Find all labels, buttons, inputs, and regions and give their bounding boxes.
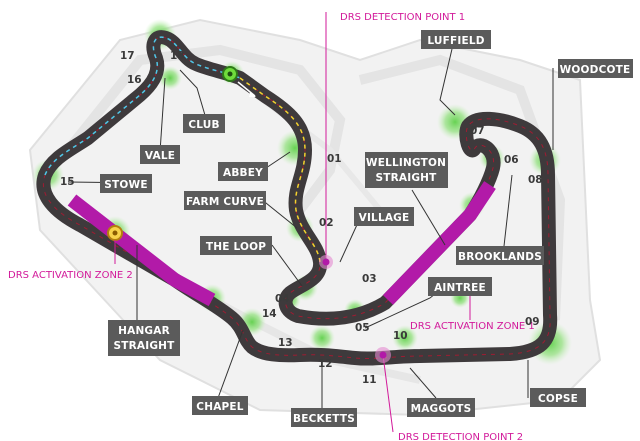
corner-glow <box>158 66 182 90</box>
label-aintree: AINTREE <box>434 282 486 294</box>
label-luffield: LUFFIELD <box>427 35 484 47</box>
label-chapel: CHAPEL <box>196 401 243 413</box>
drs-detection-point-1-marker <box>319 12 333 269</box>
turn-number: 03 <box>362 273 377 285</box>
label-brooklands: BROOKLANDS <box>458 251 542 263</box>
label-the-loop: THE LOOP <box>206 241 266 253</box>
turn-number: 06 <box>504 154 519 166</box>
label-abbey: ABBEY <box>223 167 263 179</box>
turn-number: 14 <box>262 308 277 320</box>
turn-number: 13 <box>278 337 293 349</box>
drs-detection-2-label: DRS DETECTION POINT 2 <box>398 432 523 441</box>
turn-number: 01 <box>327 153 342 165</box>
label-wellington-line2: STRAIGHT <box>375 172 437 184</box>
label-becketts: BECKETTS <box>293 413 355 425</box>
drs-zone-1 <box>382 181 496 305</box>
racing-line-cyan <box>44 36 241 176</box>
label-farm-curve: FARM CURVE <box>186 196 264 208</box>
drs-zone-2 <box>67 194 216 307</box>
drs-activation-1-label: DRS ACTIVATION ZONE 1 <box>410 321 535 332</box>
label-club: CLUB <box>188 119 219 131</box>
label-hangar-line2: STRAIGHT <box>113 340 175 352</box>
turn-number: 05 <box>355 322 370 334</box>
turn-number: 16 <box>127 74 142 86</box>
drs-detection-1-label: DRS DETECTION POINT 1 <box>340 12 465 23</box>
drs-detection-point-2-marker <box>375 347 394 433</box>
turn-numbers: 01 02 03 04 05 06 07 08 09 10 11 12 13 1… <box>60 50 543 386</box>
drs-activation-point-2-marker <box>107 225 123 264</box>
label-maggots: MAGGOTS <box>411 403 472 415</box>
corner-glow <box>392 325 418 351</box>
turn-number: 07 <box>470 125 485 137</box>
turn-number: 15 <box>60 176 75 188</box>
drs-activation-2-label: DRS ACTIVATION ZONE 2 <box>8 270 133 281</box>
corner-labels: LUFFIELD WOODCOTE CLUB VALE ABBEY STOWE … <box>100 30 633 427</box>
turn-number: 12 <box>318 358 333 370</box>
label-village: VILLAGE <box>359 212 410 224</box>
label-copse: COPSE <box>538 393 578 405</box>
turn-number: 09 <box>525 316 540 328</box>
turn-number: 18 <box>170 50 185 62</box>
start-finish-marker <box>222 66 256 97</box>
drs-labels: DRS DETECTION POINT 1 DRS DETECTION POIN… <box>8 12 535 441</box>
corner-glow <box>309 325 335 351</box>
turn-number: 02 <box>319 217 334 229</box>
race-track <box>36 30 558 366</box>
turn-number: 17 <box>120 50 135 62</box>
label-vale: VALE <box>145 150 175 162</box>
turn-number: 11 <box>362 374 377 386</box>
turn-number: 04 <box>275 293 290 305</box>
label-hangar-line1: HANGAR <box>118 325 170 337</box>
label-wellington-line1: WELLINGTON <box>366 157 446 169</box>
turn-number: 10 <box>393 330 408 342</box>
turn-number: 08 <box>528 174 543 186</box>
label-stowe: STOWE <box>104 179 147 191</box>
label-woodcote: WOODCOTE <box>560 64 631 76</box>
